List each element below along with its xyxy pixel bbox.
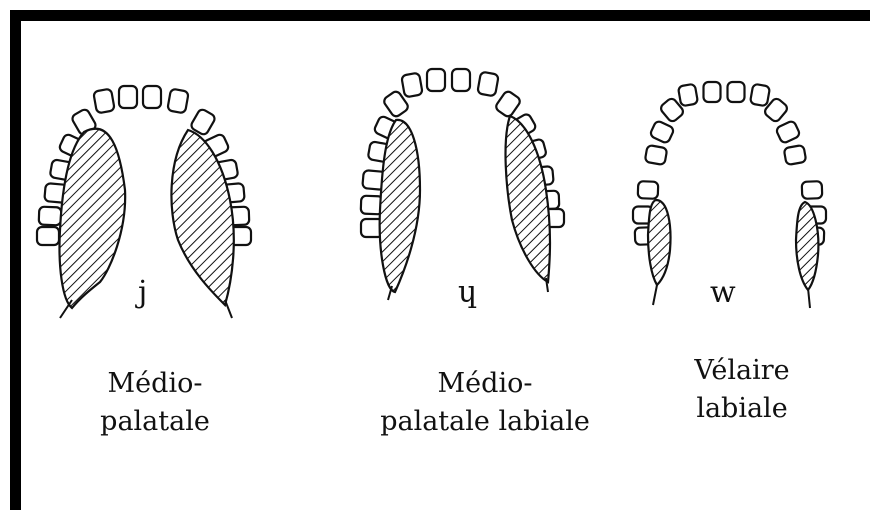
symbol-j: j — [138, 278, 147, 308]
caption-line-2: palatale — [25, 403, 285, 441]
contact-area — [796, 202, 818, 290]
caption-line-1: Vélaire — [612, 352, 870, 390]
caption-velaire-labiale: Vélaire labiale — [612, 352, 870, 428]
tooth — [638, 181, 659, 199]
tooth — [802, 181, 823, 199]
tooth — [678, 84, 698, 107]
caption-line-2: palatale labiale — [355, 403, 615, 441]
tooth — [143, 86, 161, 108]
tick — [653, 285, 657, 305]
contact-area — [380, 120, 420, 292]
contact-area — [648, 200, 670, 285]
caption-line-1: Médio- — [355, 365, 615, 403]
tooth — [452, 69, 470, 91]
tooth — [494, 90, 521, 118]
tick — [60, 300, 72, 318]
tooth — [775, 120, 800, 144]
symbol-hu: ɥ — [458, 278, 477, 308]
palate-diagram-hu — [361, 69, 564, 300]
tooth — [93, 89, 115, 114]
tooth — [37, 227, 59, 245]
symbol-w: w — [710, 278, 736, 308]
tooth — [704, 82, 721, 102]
tooth — [728, 82, 745, 102]
tooth — [39, 207, 62, 226]
tooth — [119, 86, 137, 108]
tick — [808, 288, 810, 308]
tooth — [750, 84, 770, 107]
tooth — [784, 145, 807, 165]
tooth — [477, 72, 499, 97]
caption-line-2: labiale — [612, 390, 870, 428]
tooth — [649, 120, 674, 144]
contact-area — [171, 130, 233, 305]
tick — [225, 300, 232, 318]
caption-mediopalatale: Médio- palatale — [25, 365, 285, 441]
tooth — [645, 145, 668, 165]
tooth — [167, 89, 189, 114]
caption-line-1: Médio- — [25, 365, 285, 403]
caption-mediopalatale-labiale: Médio- palatale labiale — [355, 365, 615, 441]
tooth — [401, 73, 423, 98]
tooth — [427, 69, 445, 91]
